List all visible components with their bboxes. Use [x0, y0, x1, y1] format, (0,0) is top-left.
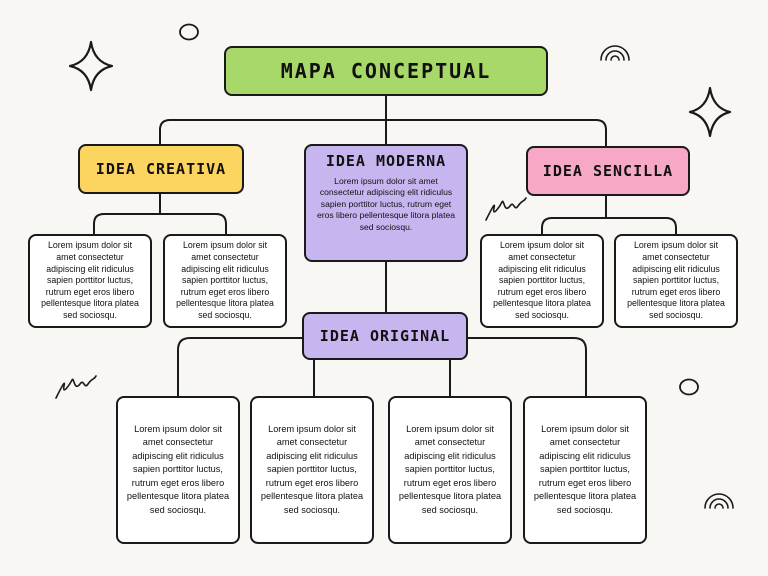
- idea-creativa-label: IDEA CREATIVA: [95, 160, 227, 178]
- title-box: MAPA CONCEPTUAL: [224, 46, 548, 96]
- creativa-note-1: Lorem ipsum dolor sit amet consectetur a…: [28, 234, 152, 328]
- original-note-4: Lorem ipsum dolor sit amet consectetur a…: [523, 396, 647, 544]
- idea-original-label: IDEA ORIGINAL: [319, 327, 451, 345]
- sencilla-note-2: Lorem ipsum dolor sit amet consectetur a…: [614, 234, 738, 328]
- creativa-note-2: Lorem ipsum dolor sit amet consectetur a…: [163, 234, 287, 328]
- idea-creativa-box: IDEA CREATIVA: [78, 144, 244, 194]
- original-note-3: Lorem ipsum dolor sit amet consectetur a…: [388, 396, 512, 544]
- idea-moderna-text: Lorem ipsum dolor sit amet consectetur a…: [316, 176, 456, 232]
- loop-squiggle-icon: [485, 197, 527, 221]
- sparkle-icon: [688, 86, 732, 138]
- rainbow-icon: [704, 493, 734, 509]
- circle-doodle-icon: [179, 23, 199, 41]
- original-note-2: Lorem ipsum dolor sit amet consectetur a…: [250, 396, 374, 544]
- idea-sencilla-box: IDEA SENCILLA: [526, 146, 690, 196]
- idea-moderna-box: IDEA MODERNA Lorem ipsum dolor sit amet …: [304, 144, 468, 262]
- circle-doodle-icon: [679, 378, 699, 396]
- loop-squiggle-icon: [55, 375, 97, 399]
- idea-moderna-label: IDEA MODERNA: [325, 152, 447, 170]
- original-note-1: Lorem ipsum dolor sit amet consectetur a…: [116, 396, 240, 544]
- sparkle-icon: [68, 40, 114, 92]
- page-title: MAPA CONCEPTUAL: [280, 59, 492, 83]
- sencilla-note-1: Lorem ipsum dolor sit amet consectetur a…: [480, 234, 604, 328]
- idea-original-box: IDEA ORIGINAL: [302, 312, 468, 360]
- idea-sencilla-label: IDEA SENCILLA: [542, 162, 674, 180]
- rainbow-icon: [600, 45, 630, 61]
